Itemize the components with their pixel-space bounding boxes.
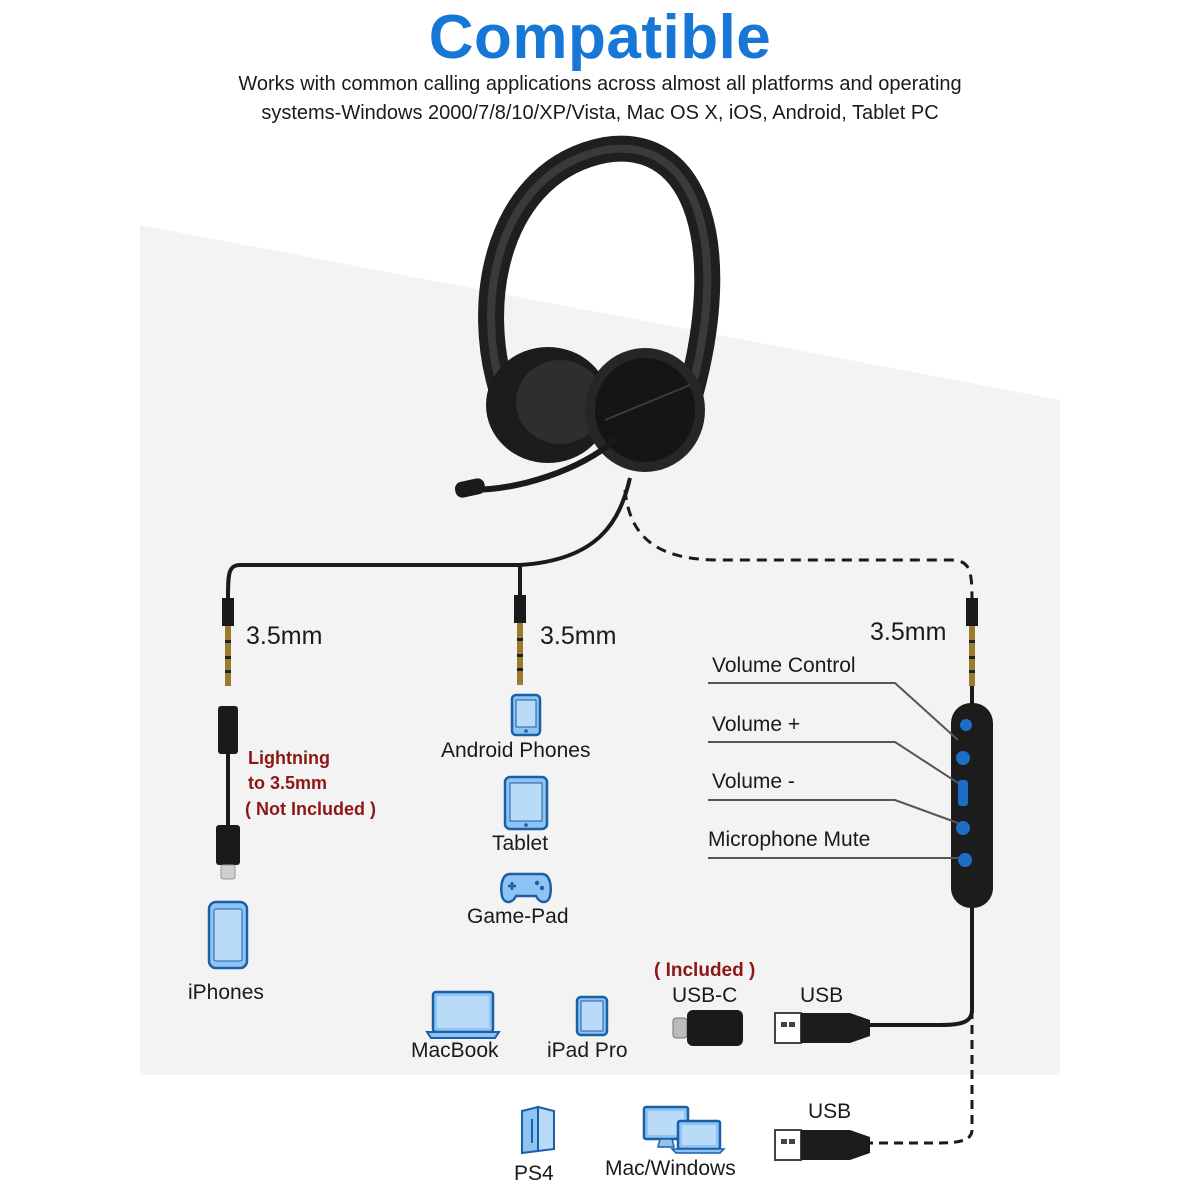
usb-plug-bottom-icon <box>774 1129 870 1161</box>
jack-plug-right <box>966 598 978 686</box>
usb-c-adapter-icon <box>672 1010 743 1046</box>
device-label-macbook: MacBook <box>411 1039 499 1062</box>
mac-windows-icon <box>642 1105 726 1154</box>
gamepad-icon <box>500 872 552 904</box>
jack-label-left: 3.5mm <box>246 622 323 650</box>
jack-plug-left <box>222 598 234 686</box>
inline-remote-icon <box>860 686 993 1145</box>
usb-c-label: USB-C <box>672 984 738 1007</box>
tablet-icon <box>503 775 549 831</box>
control-callout-lines <box>708 682 959 859</box>
device-label-gamepad: Game-Pad <box>467 905 569 928</box>
control-label-volume-down: Volume - <box>712 770 795 793</box>
adapter-note-line-1: Lightning <box>248 748 330 768</box>
adapter-note-line-3: ( Not Included ) <box>245 799 376 819</box>
device-label-tablet: Tablet <box>492 832 549 855</box>
lightning-adapter-icon <box>216 706 240 880</box>
usb-label-bottom: USB <box>808 1100 852 1123</box>
usb-plug-top-icon <box>774 1012 870 1044</box>
usb-label-top: USB <box>800 984 844 1007</box>
device-label-ps4: PS4 <box>514 1162 554 1185</box>
headset-icon <box>454 135 721 498</box>
page-subtitle: Works with common calling applications a… <box>150 70 1050 128</box>
subtitle-line-1: Works with common calling applications a… <box>238 73 962 95</box>
jack-label-right: 3.5mm <box>870 618 947 646</box>
usb-c-included-note: ( Included ) <box>654 960 756 981</box>
jack-plug-middle <box>514 595 526 685</box>
macbook-icon <box>425 990 501 1039</box>
ipad-pro-icon <box>575 995 609 1037</box>
ps4-icon <box>521 1105 555 1155</box>
control-label-mic-mute: Microphone Mute <box>708 828 871 851</box>
device-label-android-phones: Android Phones <box>441 739 591 762</box>
subtitle-line-2: systems-Windows 2000/7/8/10/XP/Vista, Ma… <box>261 102 939 124</box>
adapter-note-line-2: to 3.5mm <box>248 773 328 793</box>
control-label-volume-control: Volume Control <box>712 654 856 677</box>
page-title: Compatible <box>428 3 772 72</box>
device-label-ipad-pro: iPad Pro <box>547 1039 628 1062</box>
control-label-volume-up: Volume + <box>712 713 801 736</box>
device-label-mac-windows: Mac/Windows <box>605 1157 736 1180</box>
jack-label-middle: 3.5mm <box>540 622 617 650</box>
android-phone-icon <box>510 693 542 737</box>
iphone-icon <box>207 900 249 970</box>
device-label-iphones: iPhones <box>188 981 264 1004</box>
